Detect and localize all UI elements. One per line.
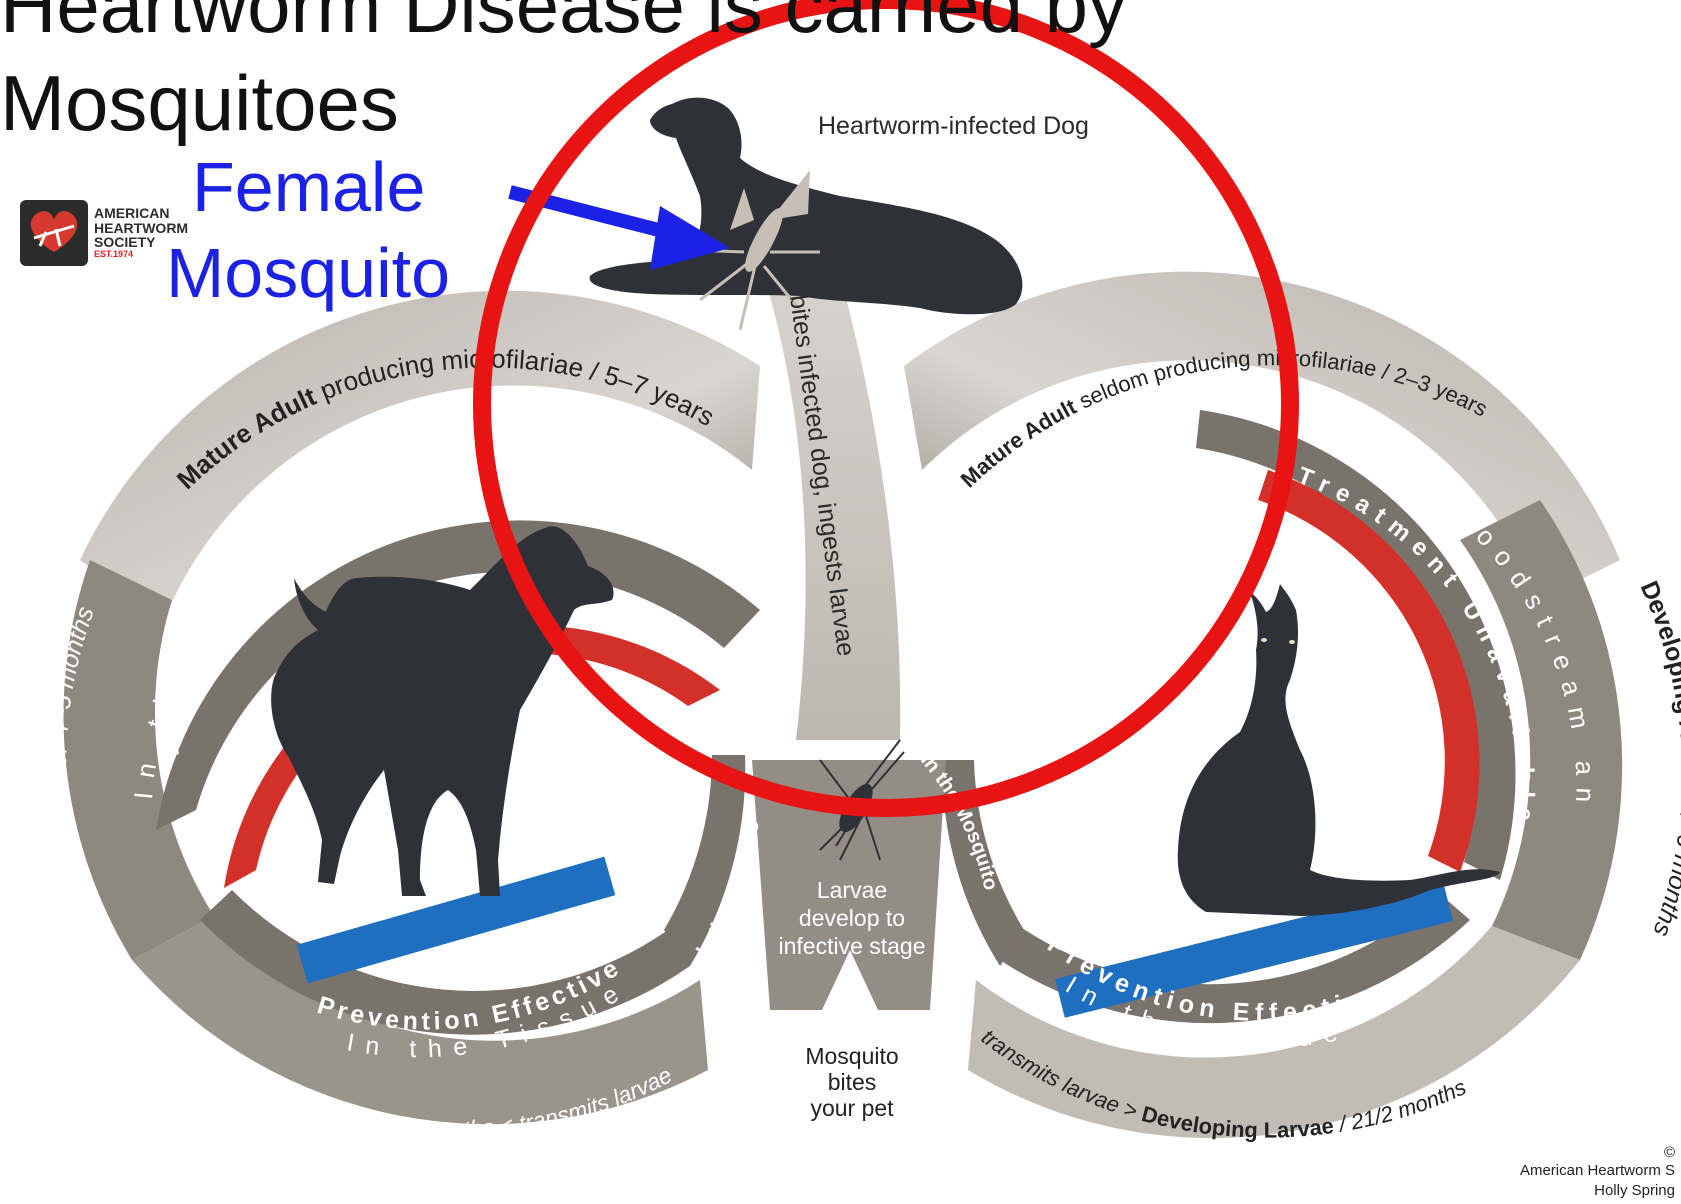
dog-outer-band	[80, 290, 760, 620]
logo-line3: SOCIETY	[94, 234, 156, 251]
center-section	[752, 260, 946, 1010]
dog-prevention-badge	[296, 856, 616, 984]
dog-cycle	[63, 290, 760, 1125]
female-mosquito-icon	[689, 170, 820, 331]
larvae-develop-line3: infective stage	[778, 933, 925, 959]
highlight-ring	[473, 0, 1299, 817]
cat-eye-left	[1261, 638, 1267, 642]
logo-line2: HEARTWORM	[94, 219, 189, 236]
cat-silhouette	[1177, 584, 1500, 916]
cat-outer-band	[904, 271, 1620, 600]
ahs-logo	[20, 200, 88, 266]
mosquito-bites-line2: bites	[828, 1069, 877, 1095]
infected-dog-group	[589, 97, 1023, 331]
cat-developing-adult-band	[1460, 500, 1623, 960]
infected-dog-label: Heartworm-infected Dog	[818, 112, 1089, 140]
ahs-logo-text: AMERICAN HEARTWORM SOCIETY EST.1974	[94, 206, 188, 260]
logo-est: EST.1974	[94, 249, 134, 260]
logo-line1: AMERICAN	[94, 205, 170, 221]
cat-eye-right	[1289, 640, 1295, 644]
dog-larvae-band	[132, 916, 708, 1125]
credit-line3: Holly Spring	[1594, 1182, 1675, 1199]
slide-title-line1: Heartworm Disease is carried by	[0, 0, 1128, 49]
dog-silhouette	[271, 526, 614, 896]
credit-line1: ©	[1663, 1144, 1675, 1161]
mosquito-bites-line1: Mosquito	[805, 1043, 898, 1069]
cat-developing-adult-label: Developing Adult / 4–6 months	[1635, 577, 1681, 940]
cat-cycle	[904, 271, 1623, 1139]
callout-label-line1: Female	[192, 148, 426, 226]
logo-mosquito-icon	[33, 224, 75, 247]
center-funnel	[752, 760, 946, 1010]
larvae-develop-line1: Larvae	[817, 877, 887, 903]
dog-developing-adult-band	[63, 560, 214, 960]
cat-treatment-band	[1258, 470, 1480, 872]
cat-larvae-band	[968, 926, 1580, 1139]
cat-prevention-badge	[1055, 882, 1453, 1018]
credit-line2: American Heartworm S	[1519, 1162, 1675, 1179]
slide-title-line2: Mosquitoes	[0, 59, 399, 147]
dog-mosquito-band	[664, 755, 746, 966]
infection-stem	[764, 260, 901, 740]
callout-label-line2: Mosquito	[166, 234, 451, 312]
cat-mosquito-band	[941, 760, 1024, 966]
dog-tissue-band	[200, 890, 690, 1035]
mosquito-bites-line3: your pet	[810, 1095, 894, 1121]
larvae-develop-line2: develop to	[799, 905, 905, 931]
